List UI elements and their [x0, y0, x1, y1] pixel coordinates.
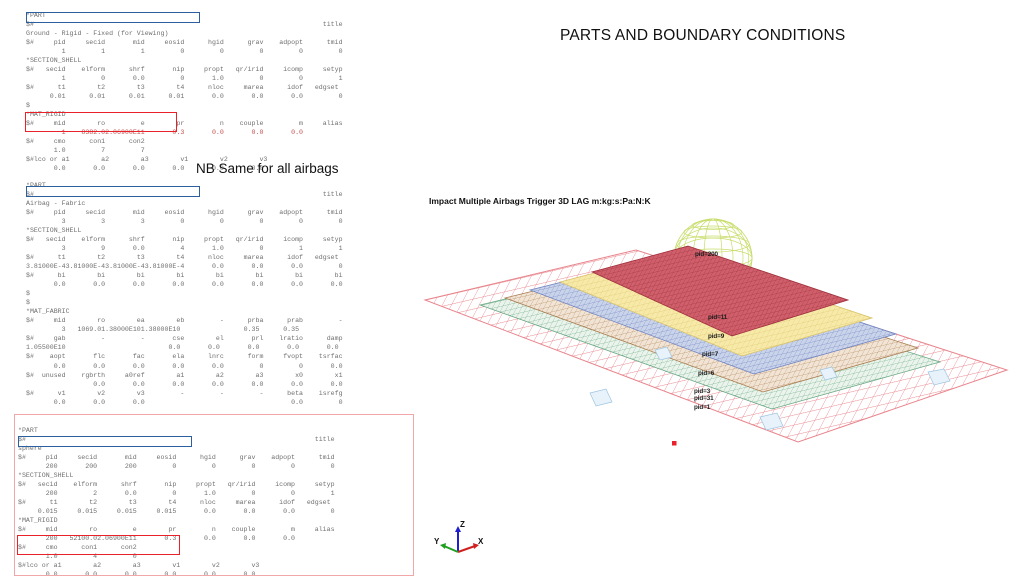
- deck-line: 0.0 0.0 0.0 0.0 0.0 0 0 0.0: [26, 362, 343, 370]
- deck-line: *MAT_RIGID: [18, 517, 58, 525]
- deck-line: 200 200 200 0 0 0 0 0: [18, 462, 335, 470]
- deck-line: $# mid ro e pr n couple m alias: [26, 120, 343, 128]
- deck-line: *MAT_FABRIC: [26, 308, 70, 316]
- deck-line: $: [26, 102, 30, 110]
- deck-line: *PART: [26, 11, 46, 19]
- layer-label-pid3: pid=3: [694, 388, 711, 395]
- deck-line: 1 8382.02.06900E11 0.3 0.0 0.0 0.0: [26, 129, 303, 137]
- axis-triad: Z X Y: [432, 518, 488, 570]
- deck-line: $# unused rgbrth a0ref a1 a2 a3 x0 x1: [26, 371, 343, 379]
- layer-label-pid9: pid=9: [708, 333, 725, 340]
- model-render: [423, 218, 1009, 446]
- deck-line: *PART: [26, 181, 46, 189]
- deck-line: $# aopt flc fac ela lnrc form fvopt tsrf…: [26, 353, 343, 361]
- deck-line: 1 1 1 0 0 0 0 0: [26, 47, 343, 55]
- ground-detail-patches: [589, 346, 951, 431]
- deck-line: $: [26, 299, 30, 307]
- deck-line: $# pid secid mid eosid hgid grav adpopt …: [26, 208, 343, 216]
- deck-line: Airbag - Fabric: [26, 199, 86, 207]
- deck-line: 1.05500E10 0.0 0.0 0.0 0.0 0.0: [26, 344, 339, 352]
- deck-line: $#lco or a1 a2 a3 v1 v2 v3: [18, 562, 260, 570]
- deck-line: $# secid elform shrf nip propt qr/irid i…: [18, 480, 335, 488]
- deck-line: 0.0 0.0 0.0 0.0 0.0 0.0 0.0: [26, 380, 343, 388]
- model-title: Impact Multiple Airbags Trigger 3D LAG m…: [429, 196, 651, 206]
- deck-line: Ground - Rigid - Fixed (for Viewing): [26, 29, 169, 37]
- deck-line: 3 1069.01.38000E101.38000E10 0.35 0.35: [26, 326, 300, 334]
- deck-line: $# title: [26, 190, 343, 198]
- deck-line: $#lco or a1 a2 a3 v1 v2 v3: [26, 156, 268, 164]
- layer-label-pid1: pid=1: [694, 404, 711, 411]
- deck-line: 1.0 4 0: [18, 553, 137, 561]
- deck-line: 0.0 0.0 0.0 0.0 0: [26, 398, 343, 406]
- deck-line: 3 9 0.0 4 1.0 0 1 1: [26, 244, 343, 252]
- deck-line: $# pid secid mid eosid hgid grav adpopt …: [18, 453, 335, 461]
- deck-line: $# t1 t2 t3 t4 nloc marea idof edgset: [26, 83, 339, 91]
- deck-line: 200 52100.02.06900E11 0.3 0.0 0.0 0.0: [18, 535, 295, 543]
- deck-line: 0.0 0.0 0.0 0.0 0.0 0.0: [18, 571, 256, 579]
- deck-line: $# pid secid mid eosid hgid grav adpopt …: [26, 38, 343, 46]
- page-title: PARTS AND BOUNDARY CONDITIONS: [560, 27, 846, 44]
- deck-line: *SECTION_SHELL: [18, 471, 74, 479]
- layer-red-pid11: [590, 245, 850, 337]
- model-viewport[interactable]: pid=200 pid=11 pid=9 pid=7 pid=6 pid=3 p…: [420, 210, 1024, 576]
- deck-line: $# cmo con1 con2: [18, 544, 137, 552]
- deck-line: 3 3 3 0 0 0 0 0: [26, 217, 343, 225]
- layer-label-pid31: pid=31: [694, 395, 714, 402]
- deck-line: 0.01 0.01 0.01 0.01 0.0 0.0 0.0 0: [26, 93, 343, 101]
- deck-line: $# mid ro ea eb - prba prab -: [26, 317, 343, 325]
- deck-line: 0.0 0.0 0.0 0.0 0.0 0.0: [26, 165, 264, 173]
- deck-line: 0.0 0.0 0.0 0.0 0.0 0.0 0.0 0.0: [26, 281, 343, 289]
- deck-line: *MAT_RIGID: [26, 111, 66, 119]
- layer-label-pid7: pid=7: [702, 351, 719, 358]
- deck-line: $# gab - - cse el prl lratio damp: [26, 335, 343, 343]
- deck-line: $# v1 v2 v3 - - - beta isrefg: [26, 389, 343, 397]
- deck-line: sphere: [18, 444, 42, 452]
- deck-line: *PART: [18, 426, 38, 434]
- deck-line: $# t1 t2 t3 t4 nloc marea idof edgset: [18, 498, 331, 506]
- axis-label-y: Y: [434, 537, 440, 546]
- axis-label-z: Z: [460, 520, 465, 529]
- layer-label-pid11: pid=11: [708, 314, 728, 321]
- deck-line: $# bi bi bi bi bi bi bi bi: [26, 272, 343, 280]
- axis-label-x: X: [478, 537, 484, 546]
- note-airbags: NB Same for all airbags: [196, 161, 339, 176]
- deck-line: $# title: [26, 20, 343, 28]
- deck-line: $# t1 t2 t3 t4 nloc marea idof edgset: [26, 253, 339, 261]
- deck-line: *SECTION_SHELL: [26, 56, 82, 64]
- deck-line: $# secid elform shrf nip propt qr/irid i…: [26, 235, 343, 243]
- deck-line: *SECTION_SHELL: [26, 226, 82, 234]
- deck-line: $# mid ro e pr n couple m alias: [18, 526, 335, 534]
- deck-line: $# secid elform shrf nip propt qr/irid i…: [26, 65, 343, 73]
- sphere-pid-label: pid=200: [695, 251, 718, 258]
- layer-label-pid6: pid=6: [698, 370, 715, 377]
- deck-line: 3.81000E-43.81000E-43.81000E-43.81000E-4…: [26, 263, 343, 271]
- deck-line: $# cmo con1 con2: [26, 138, 145, 146]
- deck-line: $: [26, 290, 30, 298]
- deck-line: 0.015 0.015 0.015 0.015 0.0 0.0 0.0 0: [18, 508, 335, 516]
- deck-line: 200 2 0.0 0 1.0 0 0 1: [18, 489, 335, 497]
- deck-line: 1.0 7 7: [26, 147, 145, 155]
- deck-line: 1 0 0.0 0 1.0 0 0 1: [26, 74, 343, 82]
- deck-line: $# title: [18, 435, 335, 443]
